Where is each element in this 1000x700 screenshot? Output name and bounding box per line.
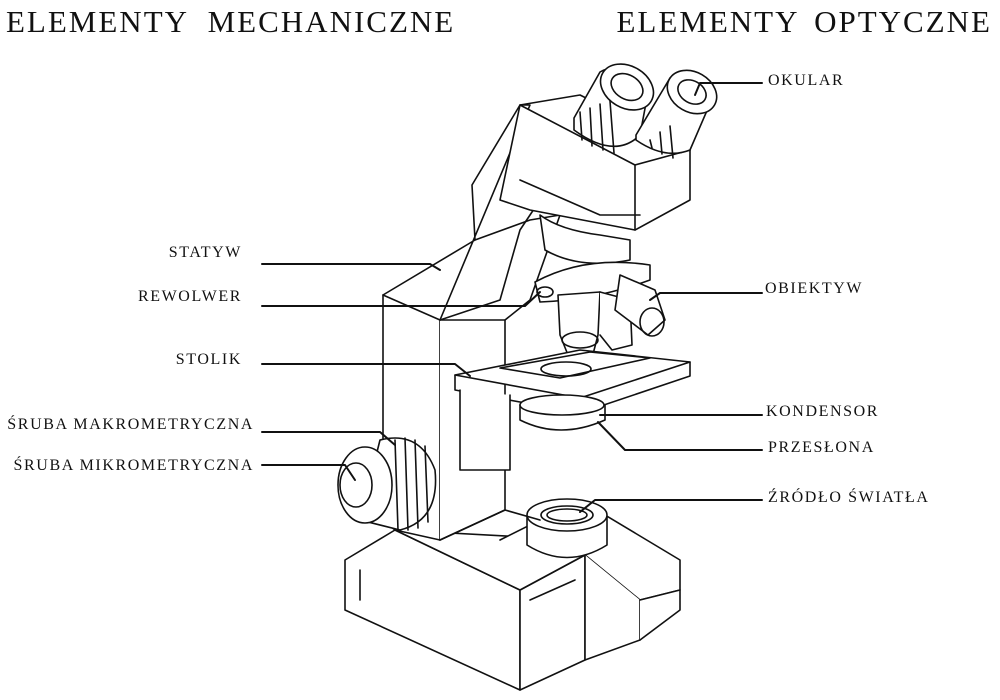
label-kondensor: KONDENSOR [766,403,880,420]
light-source [526,498,608,559]
label-stolik: STOLIK [175,351,242,368]
head [499,94,691,265]
label-zrodlo: ŹRÓDŁO ŚWIATŁA [768,489,930,506]
heading-optical: ELEMENTY OPTYCZNE [616,4,992,39]
label-rewolwer: REWOLWER [137,288,242,305]
stage-table [454,349,691,471]
label-przeslona: PRZESŁONA [768,439,875,456]
label-sruba-makro: ŚRUBA MAKROMETRYCZNA [7,416,254,433]
leader-makro [261,431,396,446]
leader-obiektyw [649,292,763,301]
objectives [557,274,666,361]
label-statyw: STATYW [168,244,242,261]
leader-zrodlo [579,499,763,513]
leader-przeslona [597,421,763,451]
heading-mechanical: ELEMENTY MECHANICZNE [6,4,456,39]
condenser [519,394,606,431]
leader-mikro [261,464,356,481]
leader-stolik [261,363,471,377]
eyepieces [573,63,718,159]
leader-rewolwer [261,291,541,307]
leader-statyw [261,263,441,271]
label-okular: OKULAR [768,72,845,89]
label-obiektyw: OBIEKTYW [765,280,864,297]
leader-okular [694,82,763,96]
focus-knobs [337,437,437,531]
leader-lines [261,82,763,513]
label-sruba-mikro: ŚRUBA MIKROMETRYCZNA [13,457,254,474]
